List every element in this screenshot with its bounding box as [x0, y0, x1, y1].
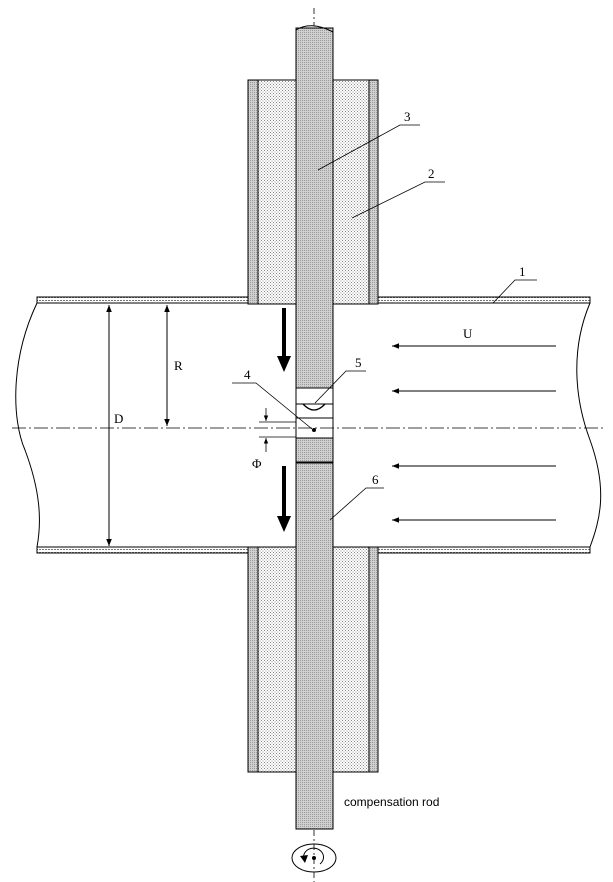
pipe-right-break [576, 302, 602, 548]
compensation-rod-body [295, 462, 334, 830]
lower-housing-left-outer [247, 546, 259, 773]
lower-housing [247, 546, 379, 773]
leader-lines [232, 124, 537, 521]
label-compensation-rod: compensation rod [344, 795, 439, 809]
probe-rod-upper [295, 27, 334, 389]
upper-housing-left [257, 79, 297, 305]
sensor-window [295, 387, 334, 419]
upper-housing [247, 79, 379, 305]
probe-rod-top-cut [295, 25, 334, 33]
upper-housing-right-outer [368, 79, 379, 305]
dimension-phi [259, 408, 296, 452]
motion-arrow-lower-head [277, 516, 291, 532]
label-phi: Φ [252, 456, 262, 471]
label-5: 5 [355, 355, 362, 370]
leader-6 [329, 487, 384, 521]
lower-housing-left [257, 546, 297, 773]
label-4: 4 [244, 367, 251, 382]
motion-arrow-upper-head [277, 356, 291, 372]
probe-rod [295, 25, 334, 463]
leader-3 [317, 124, 420, 171]
rotation-center-dot [312, 856, 316, 860]
flow-arrows [392, 343, 556, 523]
leader-5 [314, 370, 366, 404]
upper-housing-left-outer [247, 79, 259, 305]
label-r: R [174, 358, 183, 373]
upper-housing-right [332, 79, 370, 305]
pipe-left-break [15, 302, 40, 548]
label-3: 3 [404, 109, 411, 124]
sensor-element-arc [302, 403, 326, 411]
rotation-symbol [291, 843, 337, 873]
lower-housing-right-outer [368, 546, 379, 773]
rotation-arrow [303, 847, 324, 865]
label-u: U [463, 326, 473, 341]
label-1: 1 [519, 264, 526, 279]
lower-housing-right [332, 546, 370, 773]
leader-2 [351, 181, 445, 219]
label-d: D [114, 411, 123, 426]
leader-1 [492, 279, 537, 304]
rotation-arrow-head [300, 855, 308, 863]
rotation-ellipse [291, 843, 337, 873]
probe-rod-tip [295, 437, 334, 463]
leader-4 [232, 382, 313, 430]
sensor-point [312, 428, 316, 432]
label-6: 6 [372, 472, 379, 487]
compensation-rod [295, 462, 334, 830]
label-2: 2 [428, 166, 435, 181]
labels: 1 2 3 4 5 6 U R D Φ compensation rod [114, 109, 526, 809]
probe-motion-arrows [277, 308, 291, 532]
